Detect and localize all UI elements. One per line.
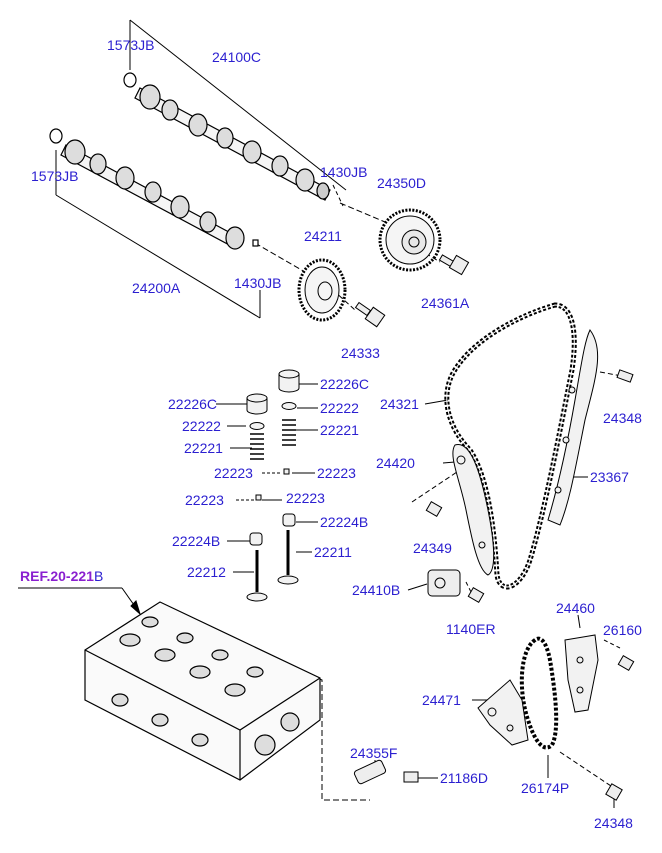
part-label-24471[interactable]: 24471 [422,692,461,708]
part-label-22222-left[interactable]: 22222 [182,418,221,434]
part-label-22223-c[interactable]: 22223 [185,492,224,508]
part-label-21186d[interactable]: 21186D [440,770,489,786]
part-label-24100c[interactable]: 24100C [212,49,262,65]
part-label-22221-left[interactable]: 22221 [184,440,223,456]
part-label-22223-d[interactable]: 22223 [286,490,325,506]
part-label-24361a[interactable]: 24361A [421,295,470,311]
part-label-24321[interactable]: 24321 [380,396,419,412]
part-label-1573jb-top[interactable]: 1573JB [107,37,155,53]
part-label-24348-bottom[interactable]: 24348 [594,815,633,831]
tensioner-24410b-drawing [427,569,461,597]
guide-24471-drawing [477,679,529,746]
chain-guide-23367-drawing [547,329,599,526]
part-label-24460[interactable]: 24460 [556,600,595,616]
sensor-24355f-drawing [353,759,387,785]
camshaft-24100c-drawing [123,72,331,201]
cylinder-head-drawing [84,601,321,781]
part-label-26174p[interactable]: 26174P [521,780,570,796]
valve-train-drawing [246,369,300,602]
part-label-22226c-right[interactable]: 22226C [320,376,370,392]
part-label-22224b-right[interactable]: 22224B [320,514,369,530]
part-label-22226c-left[interactable]: 22226C [168,396,218,412]
part-label-24355f[interactable]: 24355F [350,745,398,761]
sprocket-24211-drawing [297,258,347,322]
camshaft-24200a-drawing [49,128,259,250]
part-label-1430jb-bottom[interactable]: 1430JB [234,275,282,291]
part-label-26160[interactable]: 26160 [603,622,642,638]
timing-chain-24321-drawing [444,302,577,590]
part-label-24348-top[interactable]: 24348 [603,410,642,426]
bolt-24361a-drawing [438,254,470,276]
part-label-24350d[interactable]: 24350D [377,175,427,191]
part-label-1573jb-left[interactable]: 1573JB [31,168,79,184]
part-label-24333[interactable]: 24333 [341,345,380,361]
part-label-22223-a[interactable]: 22223 [214,465,253,481]
oil-pump-chain-26174p-drawing [519,636,559,750]
part-label-24211[interactable]: 24211 [304,228,342,244]
part-label-22212[interactable]: 22212 [187,564,226,580]
reference-link[interactable]: REF.20-221B [20,568,104,584]
part-label-23367[interactable]: 23367 [590,469,629,485]
part-label-22211[interactable]: 22211 [314,544,352,560]
part-label-22224b-left[interactable]: 22224B [172,533,221,549]
part-label-24420[interactable]: 24420 [376,455,415,471]
part-label-1430jb-top[interactable]: 1430JB [320,164,368,180]
part-label-22223-b[interactable]: 22223 [317,465,356,481]
leader-lines [18,19,623,808]
part-label-22222-right[interactable]: 22222 [320,400,359,416]
sprocket-24350d-drawing [378,208,442,272]
tensioner-arm-24420-drawing [452,444,495,576]
part-label-24410b[interactable]: 24410B [352,582,401,598]
part-label-1140er[interactable]: 1140ER [446,621,496,637]
guide-24460-drawing [564,634,599,713]
part-label-24200a[interactable]: 24200A [132,280,181,296]
bolt-24333-drawing [354,301,386,328]
part-label-22221-right[interactable]: 22221 [320,422,359,438]
part-label-24349[interactable]: 24349 [413,540,452,556]
small-bolts-drawing [403,369,635,801]
